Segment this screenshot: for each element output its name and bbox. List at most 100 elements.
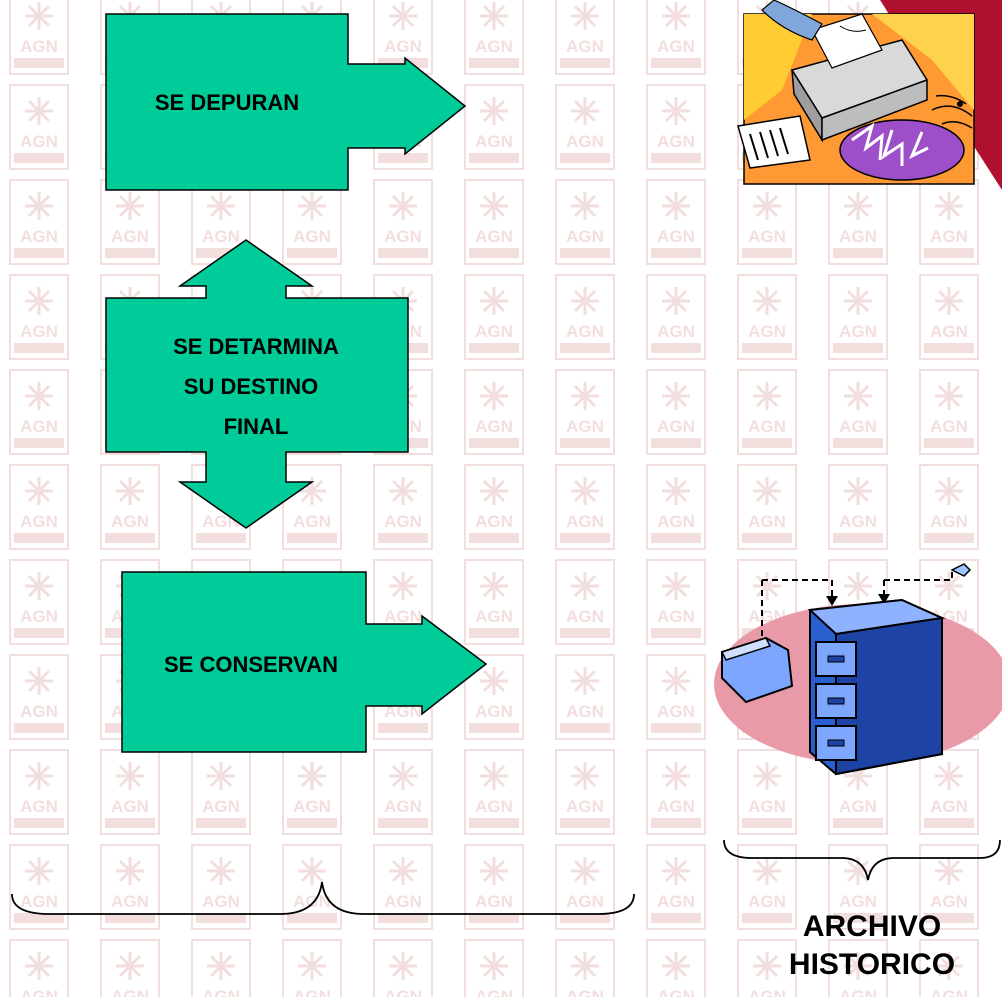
watermark-logo-tile: AGN (646, 274, 706, 360)
svg-text:AGN: AGN (111, 987, 149, 997)
svg-text:AGN: AGN (930, 797, 968, 816)
watermark-logo-tile: AGN (373, 749, 433, 835)
conservan-label: SE CONSERVAN (163, 652, 338, 677)
watermark-logo-tile: AGN (555, 844, 615, 930)
watermark-logo-tile: AGN (100, 844, 160, 930)
svg-text:AGN: AGN (657, 607, 695, 626)
svg-text:AGN: AGN (930, 227, 968, 246)
svg-text:AGN: AGN (384, 512, 422, 531)
watermark-logo-tile: AGN (9, 0, 69, 75)
svg-text:AGN: AGN (475, 797, 513, 816)
watermark-logo-tile: AGN (737, 464, 797, 550)
watermark-logo-tile: AGN (282, 939, 342, 997)
conservan-arrow (121, 571, 488, 753)
svg-text:AGN: AGN (566, 607, 604, 626)
svg-text:AGN: AGN (839, 797, 877, 816)
svg-text:AGN: AGN (475, 987, 513, 997)
watermark-logo-tile: AGN (373, 179, 433, 265)
svg-text:AGN: AGN (657, 892, 695, 911)
watermark-logo-tile: AGN (464, 844, 524, 930)
svg-text:AGN: AGN (930, 987, 968, 997)
svg-text:AGN: AGN (566, 892, 604, 911)
svg-text:AGN: AGN (202, 797, 240, 816)
watermark-logo-tile: AGN (646, 654, 706, 740)
paper-shredder-clipart (737, 0, 975, 185)
svg-text:AGN: AGN (839, 417, 877, 436)
svg-text:AGN: AGN (839, 227, 877, 246)
watermark-logo-tile: AGN (646, 369, 706, 455)
svg-text:AGN: AGN (566, 37, 604, 56)
svg-text:AGN: AGN (475, 892, 513, 911)
watermark-logo-tile: AGN (282, 749, 342, 835)
svg-text:AGN: AGN (384, 797, 422, 816)
svg-text:AGN: AGN (475, 512, 513, 531)
watermark-logo-tile: AGN (555, 559, 615, 645)
svg-text:AGN: AGN (839, 512, 877, 531)
svg-text:AGN: AGN (475, 227, 513, 246)
svg-text:AGN: AGN (384, 37, 422, 56)
watermark-logo-tile: AGN (555, 749, 615, 835)
svg-text:AGN: AGN (20, 132, 58, 151)
svg-text:AGN: AGN (930, 892, 968, 911)
depuran-label: SE DEPURAN (154, 90, 300, 115)
svg-text:AGN: AGN (475, 322, 513, 341)
watermark-logo-tile: AGN (464, 749, 524, 835)
svg-text:AGN: AGN (293, 892, 331, 911)
watermark-logo-tile: AGN (828, 939, 888, 997)
svg-text:AGN: AGN (657, 512, 695, 531)
svg-text:AGN: AGN (293, 227, 331, 246)
svg-text:AGN: AGN (930, 322, 968, 341)
svg-text:AGN: AGN (202, 227, 240, 246)
watermark-logo-tile: AGN (373, 464, 433, 550)
watermark-logo-tile: AGN (737, 749, 797, 835)
svg-text:AGN: AGN (566, 227, 604, 246)
svg-text:AGN: AGN (475, 132, 513, 151)
svg-text:AGN: AGN (111, 892, 149, 911)
svg-text:AGN: AGN (566, 797, 604, 816)
watermark-logo-tile: AGN (191, 844, 251, 930)
svg-text:AGN: AGN (475, 702, 513, 721)
depuran-arrow (105, 13, 467, 191)
svg-text:AGN: AGN (475, 607, 513, 626)
watermark-logo-tile: AGN (555, 274, 615, 360)
svg-text:AGN: AGN (20, 322, 58, 341)
watermark-logo-tile: AGN (919, 369, 979, 455)
watermark-logo-tile: AGN (100, 464, 160, 550)
svg-text:AGN: AGN (566, 512, 604, 531)
watermark-logo-tile: AGN (737, 274, 797, 360)
watermark-logo-tile: AGN (9, 84, 69, 170)
watermark-logo-tile: AGN (919, 179, 979, 265)
watermark-logo-tile: AGN (100, 749, 160, 835)
watermark-logo-tile: AGN (464, 654, 524, 740)
svg-text:AGN: AGN (202, 892, 240, 911)
svg-text:AGN: AGN (748, 417, 786, 436)
watermark-logo-tile: AGN (737, 369, 797, 455)
svg-text:AGN: AGN (566, 987, 604, 997)
watermark-logo-tile: AGN (828, 749, 888, 835)
filing-cabinet-clipart (714, 563, 1002, 776)
svg-text:AGN: AGN (748, 797, 786, 816)
svg-text:AGN: AGN (293, 987, 331, 997)
watermark-logo-tile: AGN (100, 939, 160, 997)
watermark-logo-tile: AGN (9, 179, 69, 265)
svg-text:AGN: AGN (384, 892, 422, 911)
svg-text:AGN: AGN (566, 702, 604, 721)
svg-text:AGN: AGN (20, 987, 58, 997)
right-brace (723, 839, 1001, 881)
svg-text:AGN: AGN (20, 702, 58, 721)
watermark-logo-tile: AGN (737, 939, 797, 997)
svg-text:AGN: AGN (930, 512, 968, 531)
svg-text:AGN: AGN (20, 417, 58, 436)
svg-text:AGN: AGN (657, 322, 695, 341)
watermark-logo-tile: AGN (282, 464, 342, 550)
archivo-historico-caption-line2: HISTORICO (788, 948, 956, 981)
left-brace (11, 881, 635, 915)
watermark-logo-tile: AGN (373, 939, 433, 997)
svg-text:AGN: AGN (384, 607, 422, 626)
svg-text:AGN: AGN (111, 512, 149, 531)
watermark-logo-tile: AGN (464, 0, 524, 75)
watermark-logo-tile: AGN (919, 274, 979, 360)
svg-text:AGN: AGN (748, 892, 786, 911)
watermark-logo-tile: AGN (464, 84, 524, 170)
